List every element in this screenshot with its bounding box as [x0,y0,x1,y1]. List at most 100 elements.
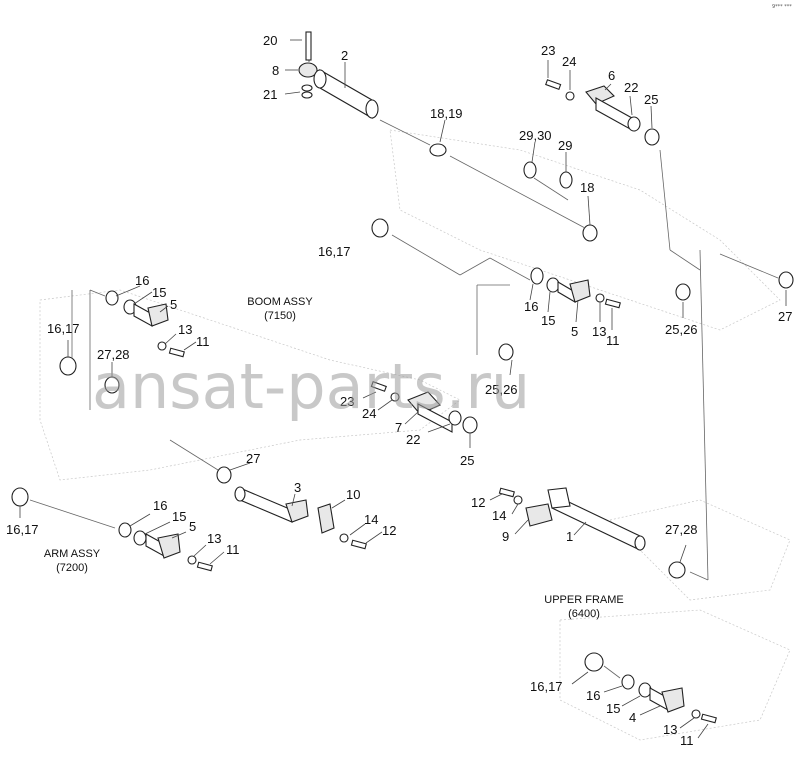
group-pin-3 [169,439,383,550]
bolt-12a [350,539,367,550]
group-pin-4 [571,652,717,739]
washer-13c [187,555,197,565]
callout-24: 24 [562,54,576,69]
callout-5-a: 5 [571,324,578,339]
bolt-23b [370,381,387,392]
group-boom-left [59,285,197,410]
plate-5c [157,533,181,559]
washer-16a [105,290,119,306]
callout-18: 18 [580,180,594,195]
callout-1: 1 [566,529,573,544]
washer-24b [390,392,400,402]
bushing-22b [448,410,462,426]
shim-18-19 [429,143,447,157]
ring-15c [133,530,147,546]
callout-16-17-c: 16,17 [6,522,39,537]
callout-5-c: 5 [189,519,196,534]
callout-25-26-b: 25,26 [485,382,518,397]
assembly-labels: BOOM ASSY (7150) ARM ASSY (7200) UPPER F… [44,296,624,620]
callout-24-b: 24 [362,406,376,421]
callout-7: 7 [395,420,402,435]
callout-25-b: 25 [460,453,474,468]
callout-13-c: 13 [207,531,221,546]
group-pin-7 [362,381,478,448]
bolt-23a [545,79,562,90]
callout-11-d: 11 [680,733,694,748]
callout-9: 9 [502,529,509,544]
callout-16-17-b: 16,17 [47,321,80,336]
washer-13d [691,709,701,719]
callout-29-30: 29,30 [519,128,552,143]
bolt-11a [168,347,185,358]
background-outline [39,129,791,741]
washer-21a [301,84,313,92]
plate-10 [317,503,335,534]
callout-13-b: 13 [178,322,192,337]
bolt-11b [604,298,621,309]
callout-15-d: 15 [606,701,620,716]
washer-14b [513,495,523,505]
bolt-11c [196,561,213,572]
boom-assy-name: BOOM ASSY [247,296,313,308]
plate-7 [407,391,441,415]
callout-12-b: 12 [471,495,485,510]
callout-22: 22 [624,80,638,95]
callout-13-a: 13 [592,324,606,339]
callout-27-b: 27 [246,451,260,466]
seal-25a [644,128,660,146]
callout-11-b: 11 [196,334,210,349]
callout-18-19: 18,19 [430,106,463,121]
plate-4 [661,687,685,713]
plate-9 [525,503,553,527]
callout-29: 29 [558,138,572,153]
watermark-text: ansat-parts.ru [92,350,530,423]
callout-16-17-a: 16,17 [318,244,351,259]
bushing-22a [627,116,641,132]
callout-22-b: 22 [406,432,420,447]
washer-16b [530,267,544,285]
washer-13b [595,293,605,303]
callout-8: 8 [272,63,279,78]
plate-5b [569,279,591,303]
callout-14-a: 14 [364,512,378,527]
callout-16-17-d: 16,17 [530,679,563,694]
shim-16-17b [59,356,77,376]
callout-14-b: 14 [492,508,506,523]
group-pin-2 [284,31,431,146]
arm-assy-name: ARM ASSY [44,548,101,560]
callout-15-a: 15 [541,313,555,328]
washer-16c [118,522,132,538]
callout-20: 20 [263,33,277,48]
shim-16-17c [11,487,29,507]
shim-27c [778,271,794,289]
shim-27-28b [668,561,686,579]
bolt-12b [498,487,515,498]
washer-24a [565,91,575,101]
upper-frame-code: (6400) [568,608,600,620]
callout-11-c: 11 [226,542,240,557]
callout-3: 3 [294,480,301,495]
ring-15d [638,682,652,698]
callout-6: 6 [608,68,615,83]
washer-16d [621,674,635,690]
bolt-20 [305,31,312,61]
group-boom-mid [371,218,621,376]
callout-27-a: 27 [778,309,792,324]
callout-16-b: 16 [135,273,149,288]
corner-code: 9*** *** [772,4,792,10]
shim-25-26b [498,343,514,361]
boom-assy-code: (7150) [264,310,296,322]
pin-3 [239,487,293,523]
group-pin-1 [489,249,794,581]
group-arm [11,487,225,572]
callout-23-b: 23 [340,394,354,409]
group-pin-6 [545,60,701,271]
callout-labels: 20 8 21 2 23 24 6 22 25 18,19 29,30 29 1… [6,33,792,748]
plate-5a [147,303,169,327]
callout-15-b: 15 [152,285,166,300]
callout-5-b: 5 [170,297,177,312]
callout-16-c: 16 [153,498,167,513]
callout-13-d: 13 [663,722,677,737]
callout-11-a: 11 [606,333,620,348]
shim-18 [582,224,598,242]
